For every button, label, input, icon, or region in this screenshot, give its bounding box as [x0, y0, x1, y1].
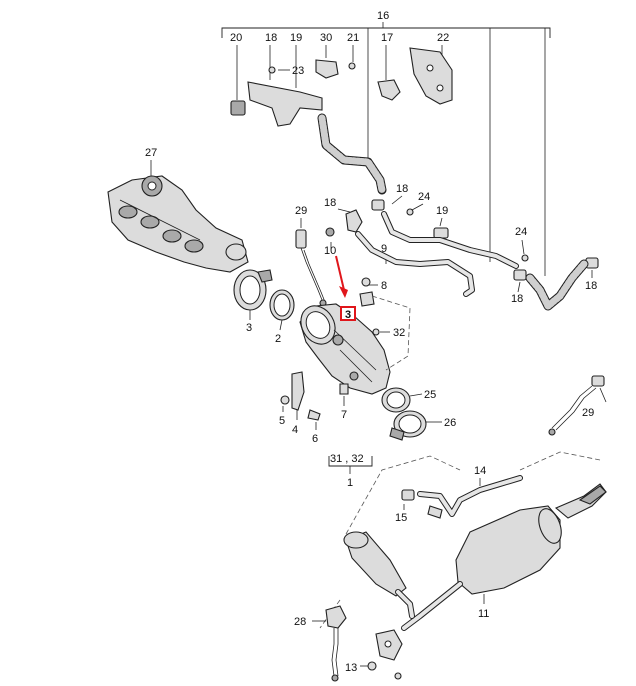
- label-16: 16: [377, 10, 389, 22]
- lambda-probe-29-right: 29: [548, 375, 607, 436]
- label-3: 3: [246, 322, 252, 334]
- right-hose: 24 18 18: [511, 226, 599, 311]
- clamp-26: 26: [389, 410, 456, 441]
- label-29-right: 29: [582, 407, 594, 419]
- label-5: 5: [279, 415, 285, 427]
- label-6: 6: [312, 433, 318, 445]
- clamp-30: [315, 59, 339, 79]
- highlight-callout: 3: [335, 255, 356, 321]
- label-19-top: 19: [290, 32, 302, 44]
- label-18-mid-a: 18: [324, 197, 336, 209]
- label-15: 15: [395, 512, 407, 524]
- label-4: 4: [292, 424, 298, 436]
- label-17: 17: [381, 32, 393, 44]
- gasket-2: 2: [269, 289, 295, 345]
- label-1: 1: [347, 477, 353, 489]
- group-16-bracket: 16: [221, 10, 551, 276]
- highlight-label: 3: [345, 309, 351, 321]
- label-29-upper: 29: [295, 205, 307, 217]
- label-20: 20: [230, 32, 242, 44]
- mounting-bracket: [247, 81, 323, 127]
- label-7: 7: [341, 409, 347, 421]
- label-24-mid: 24: [418, 191, 430, 203]
- rear-muffler-11: 11: [401, 483, 607, 631]
- label-23: 23: [292, 65, 304, 77]
- label-32-right: 32: [393, 327, 405, 339]
- label-10: 10: [324, 245, 336, 257]
- catalyst-fittings: 18 18 24 19 10 8 9 32: [324, 183, 449, 339]
- clip-20: [230, 100, 246, 116]
- label-2: 2: [275, 333, 281, 345]
- pipe-14-15: 14 15: [395, 465, 523, 524]
- top-bracket-parts: 20 18 19 30 21 17 22 23: [230, 32, 453, 127]
- label-31-32: 31 , 32: [330, 453, 364, 465]
- label-19-mid: 19: [436, 205, 448, 217]
- label-18-top: 18: [265, 32, 277, 44]
- label-11: 11: [478, 608, 489, 620]
- gasket-25: 25: [381, 387, 436, 413]
- group-1-bracket: 31 , 32 1: [328, 453, 373, 489]
- label-28: 28: [294, 616, 306, 628]
- label-18-right-a: 18: [511, 293, 523, 305]
- label-18-right-b: 18: [585, 280, 597, 292]
- label-30: 30: [320, 32, 332, 44]
- label-26: 26: [444, 417, 456, 429]
- clamp-3: 3: [233, 269, 273, 334]
- label-24-right: 24: [515, 226, 527, 238]
- turbocharger-27: 27: [107, 147, 249, 273]
- lower-left-fittings: 4 5 6 7: [279, 371, 349, 445]
- pressure-pipe-9: [355, 211, 519, 297]
- pressure-line-upper: [317, 113, 387, 195]
- label-21: 21: [347, 32, 359, 44]
- lambda-probe-29-upper: 29: [295, 205, 327, 307]
- catalytic-converter-1: [299, 303, 391, 395]
- label-13: 13: [345, 662, 357, 674]
- label-18-mid-b: 18: [396, 183, 408, 195]
- front-pipe-silencer: [343, 531, 415, 619]
- hanger-12-13: 13: [345, 629, 403, 680]
- label-9: 9: [381, 243, 387, 255]
- lower-sensor-28: 28: [294, 605, 347, 682]
- label-22: 22: [437, 32, 449, 44]
- label-14: 14: [474, 465, 486, 477]
- label-25: 25: [424, 389, 436, 401]
- clip-17: [377, 79, 401, 101]
- highlight-box: [340, 306, 356, 321]
- heat-shield-22: [409, 47, 453, 105]
- label-8: 8: [381, 280, 387, 292]
- label-27: 27: [145, 147, 157, 159]
